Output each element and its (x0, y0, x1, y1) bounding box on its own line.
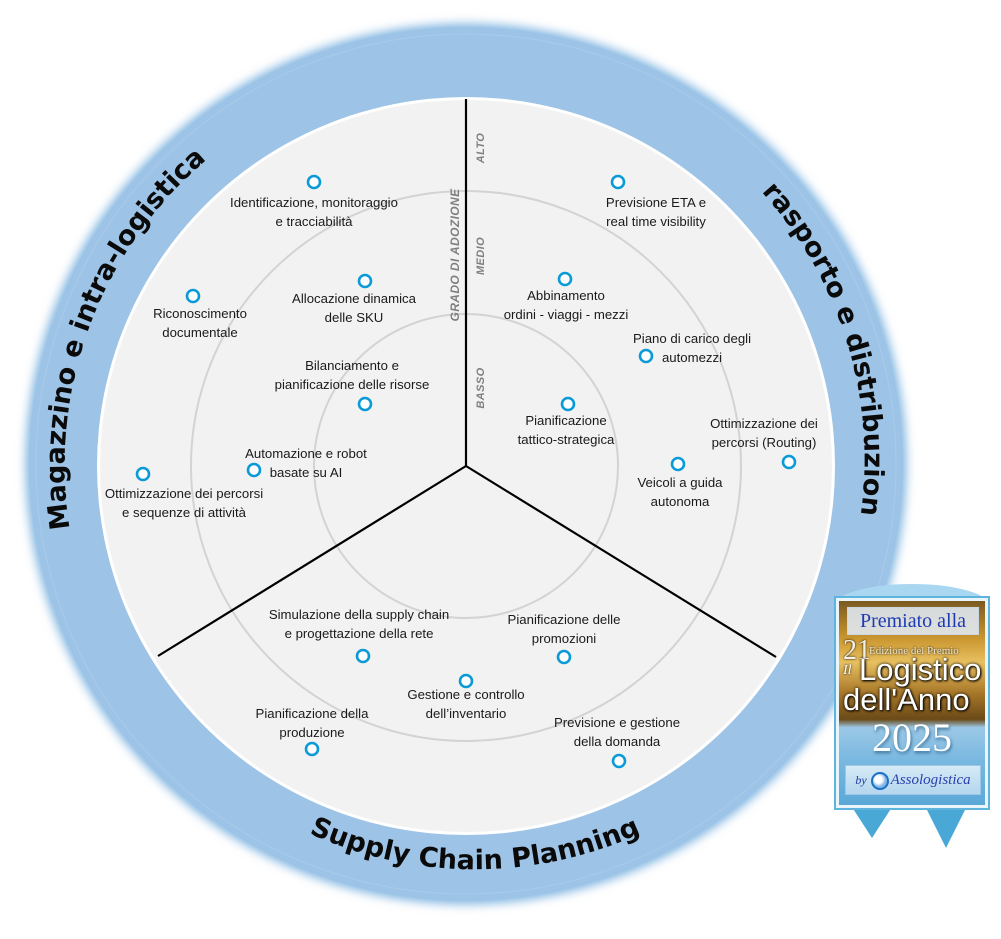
technology-item-label: Riconoscimento (153, 306, 247, 321)
technology-item: Piano di carico degli automezzi (633, 331, 751, 365)
technology-item-label: e tracciabilità (276, 214, 354, 229)
badge-edition-number: 21 (843, 635, 871, 666)
technology-item-label: Pianificazione delle (508, 612, 621, 627)
technology-items: Identificazione, monitoraggio e tracciabi… (105, 174, 818, 769)
technology-item-label: Pianificazione (525, 413, 606, 428)
technology-item-label: Ottimizzazione dei percorsi (105, 486, 263, 501)
technology-item-label: pianificazione delle risorse (275, 377, 430, 392)
badge-edition-text: Edizione del Premio (869, 645, 959, 657)
adoption-marker-icon (135, 466, 151, 482)
technology-item: Previsione ETA e real time visibility (606, 174, 706, 229)
technology-item: Simulazione della supply chain e progetta… (269, 607, 449, 664)
technology-item: Allocazione dinamica delle SKU (292, 273, 417, 325)
adoption-marker-icon (185, 288, 201, 304)
adoption-marker-icon (306, 174, 322, 190)
technology-item-label: Abbinamento (527, 288, 605, 303)
technology-item: Riconoscimento documentale (153, 288, 247, 340)
technology-item-label: promozioni (532, 631, 597, 646)
axis-level-basso: BASSO (475, 367, 487, 408)
technology-item-label: della domanda (574, 734, 661, 749)
adoption-marker-icon (610, 174, 626, 190)
adoption-marker-icon (357, 396, 373, 412)
technology-item: Ottimizzazione dei percorsi (Routing) (710, 416, 818, 470)
badge-ribbon-right (924, 804, 968, 848)
technology-item: Bilanciamento e pianificazione delle riso… (275, 358, 430, 412)
technology-item-label: documentale (162, 325, 238, 340)
badge-by-label: by (855, 773, 867, 787)
technology-item-label: ordini - viaggi - mezzi (504, 307, 629, 322)
axis-title: GRADO DI ADOZIONE (448, 188, 462, 322)
technology-item-label: tattico-strategica (518, 432, 615, 447)
technology-item-label: percorsi (Routing) (712, 435, 817, 450)
badge-title-line1: Logistico (859, 652, 982, 687)
technology-item-label: autonoma (651, 494, 710, 509)
technology-item-label: Identificazione, monitoraggio (230, 195, 398, 210)
divider-bottom-left (157, 465, 467, 657)
technology-item-label: delle SKU (325, 310, 384, 325)
adoption-marker-icon (557, 271, 573, 287)
technology-item-label: produzione (279, 725, 344, 740)
badge-premiato-label: Premiato alla (847, 607, 979, 635)
badge-ribbon-left (850, 804, 894, 838)
technology-item: Veicoli a guida autonoma (637, 456, 723, 509)
adoption-marker-icon (246, 462, 262, 478)
technology-item-label: e sequenze di attività (122, 505, 247, 520)
technology-item: Pianificazione tattico-strategica (518, 396, 615, 447)
technology-item-label: Previsione ETA e (606, 195, 706, 210)
divider-bottom-right (465, 465, 777, 658)
technology-item-label: basate su AI (270, 465, 343, 480)
adoption-marker-icon (670, 456, 686, 472)
technology-item-label: automezzi (662, 350, 722, 365)
adoption-marker-icon (355, 648, 371, 664)
axis-level-alto: ALTO (475, 133, 487, 165)
technology-item: Gestione e controllo dell’inventario (407, 673, 525, 721)
badge-year: 2025 (872, 715, 952, 760)
badge-organizer-name: Assologistica (890, 772, 971, 788)
technology-item: Automazione e robot basate su AI (245, 446, 367, 480)
technology-item-label: Automazione e robot (245, 446, 367, 461)
award-badge: Premiato alla 21 Edizione del Premio Il … (828, 578, 996, 854)
badge-card: Premiato alla 21 Edizione del Premio Il … (836, 598, 988, 808)
technology-item: Pianificazione della produzione (256, 706, 370, 757)
technology-item-label: dell’inventario (426, 706, 507, 721)
badge-title-line2: dell'Anno (843, 682, 970, 717)
assologistica-logo-icon (870, 772, 889, 791)
technology-item-label: Simulazione della supply chain (269, 607, 449, 622)
adoption-marker-icon (611, 753, 627, 769)
technology-item: Previsione e gestione della domanda (554, 715, 680, 769)
adoption-marker-icon (560, 396, 576, 412)
technology-item: Abbinamento ordini - viaggi - mezzi (504, 271, 629, 322)
technology-item-label: Gestione e controllo (407, 687, 524, 702)
adoption-marker-icon (458, 673, 474, 689)
adoption-marker-icon (781, 454, 797, 470)
outer-ring-edge (35, 33, 897, 895)
axis-level-medio: MEDIO (475, 237, 487, 275)
adoption-marker-icon (638, 348, 654, 364)
technology-item-label: e progettazione della rete (285, 626, 434, 641)
technology-item-label: Pianificazione della (256, 706, 370, 721)
technology-item: Ottimizzazione dei percorsi e sequenze di… (105, 466, 263, 520)
technology-item-label: Veicoli a guida (637, 475, 723, 490)
badge-article: Il (843, 663, 852, 678)
technology-item-label: Bilanciamento e (305, 358, 399, 373)
technology-item-label: Previsione e gestione (554, 715, 680, 730)
badge-organizer-strip: by Assologistica (845, 765, 981, 795)
technology-item: Pianificazione delle promozioni (508, 612, 621, 665)
adoption-marker-icon (357, 273, 373, 289)
technology-item-label: Allocazione dinamica (292, 291, 417, 306)
technology-item-label: Ottimizzazione dei (710, 416, 818, 431)
technology-item-label: real time visibility (606, 214, 706, 229)
technology-item: Identificazione, monitoraggio e tracciabi… (230, 174, 398, 229)
adoption-marker-icon (304, 741, 320, 757)
technology-item-label: Piano di carico degli (633, 331, 751, 346)
adoption-marker-icon (556, 649, 572, 665)
